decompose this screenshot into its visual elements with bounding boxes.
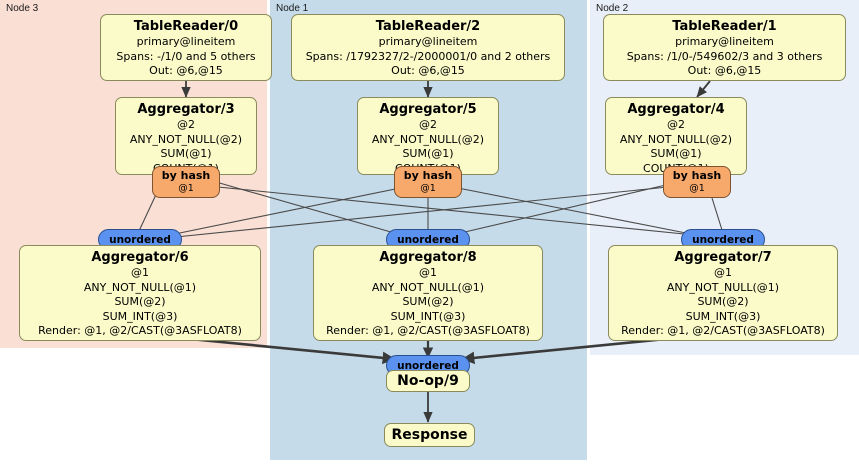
processor-detail-render: Render: @1, @2/CAST(@3ASFLOAT8) [621,324,825,337]
processor-detail-agg2: SUM(@1) [650,147,702,160]
processor-detail-spans: Spans: /1792327/2-/2000001/0 and 2 other… [305,49,551,63]
processor-title: Aggregator/4 [627,102,725,117]
processor-detail-agg1: ANY_NOT_NULL(@2) [619,132,733,146]
processor-title: TableReader/2 [375,19,481,34]
processor-response[interactable]: Response [384,423,475,447]
processor-no-op-9[interactable]: No-op/9 [386,370,470,392]
processor-table-reader-1[interactable]: TableReader/1 primary@lineitem Spans: /1… [603,14,846,81]
processor-detail-groupcols: @2 [667,118,685,131]
sync-unordered-right[interactable]: unordered [681,229,765,250]
sync-unordered-center[interactable]: unordered [386,229,470,250]
output-router-by-hash-left[interactable]: by hash @1 [152,166,220,198]
processor-detail-table: primary@lineitem [378,35,478,48]
processor-detail-agg1: ANY_NOT_NULL(@1) [666,280,780,294]
processor-detail-table: primary@lineitem [675,35,774,48]
processor-title: Aggregator/7 [674,250,772,265]
node-region-label-node2: Node 2 [596,3,629,14]
processor-title: Aggregator/6 [91,250,189,265]
processor-detail-agg1: ANY_NOT_NULL(@2) [129,132,243,146]
processor-aggregator-4[interactable]: Aggregator/4 @2 ANY_NOT_NULL(@2) SUM(@1)… [605,97,747,175]
processor-detail-agg2: SUM(@1) [160,147,212,160]
processor-title: Aggregator/5 [379,102,477,117]
processor-detail-agg2: SUM(@2) [402,295,454,308]
processor-aggregator-8[interactable]: Aggregator/8 @1 ANY_NOT_NULL(@1) SUM(@2)… [313,245,543,341]
node-region-label-node3: Node 3 [6,3,39,14]
processor-title: Aggregator/8 [379,250,477,265]
processor-detail-render: Render: @1, @2/CAST(@3ASFLOAT8) [326,324,530,337]
processor-detail-out: Out: @6,@15 [391,64,465,77]
processor-title: Aggregator/3 [137,102,235,117]
processor-detail-agg1: ANY_NOT_NULL(@1) [83,280,197,294]
router-column: @1 [689,183,705,194]
processor-detail-agg2: SUM(@1) [402,147,454,160]
processor-detail-agg2: SUM(@2) [697,295,749,308]
processor-table-reader-0[interactable]: TableReader/0 primary@lineitem Spans: -/… [100,14,272,81]
router-column: @1 [178,183,194,194]
node-region-label-node1: Node 1 [276,3,309,14]
processor-detail-agg3: SUM_INT(@3) [390,309,466,323]
output-router-by-hash-center[interactable]: by hash @1 [394,166,462,198]
router-column: @1 [420,183,436,194]
processor-detail-out: Out: @6,@15 [687,64,762,77]
processor-detail-groupcols: @2 [419,118,437,131]
processor-detail-agg2: SUM(@2) [114,295,166,308]
processor-table-reader-2[interactable]: TableReader/2 primary@lineitem Spans: /1… [291,14,565,81]
processor-detail-render: Render: @1, @2/CAST(@3ASFLOAT8) [38,324,242,337]
processor-detail-groupcols: @1 [419,266,437,279]
processor-detail-groupcols: @1 [131,266,149,279]
processor-detail-agg3: SUM_INT(@3) [102,309,178,323]
processor-detail-groupcols: @2 [177,118,195,131]
processor-detail-table: primary@lineitem [136,35,236,48]
processor-aggregator-3[interactable]: Aggregator/3 @2 ANY_NOT_NULL(@2) SUM(@1)… [115,97,257,175]
output-router-by-hash-right[interactable]: by hash @1 [663,166,731,198]
processor-detail-out: Out: @6,@15 [149,64,223,77]
processor-title: TableReader/1 [672,19,777,34]
processor-aggregator-7[interactable]: Aggregator/7 @1 ANY_NOT_NULL(@1) SUM(@2)… [608,245,838,341]
processor-detail-agg1: ANY_NOT_NULL(@1) [371,280,485,294]
processor-detail-agg1: ANY_NOT_NULL(@2) [371,132,485,146]
processor-detail-spans: Spans: -/1/0 and 5 others [116,49,256,63]
processor-detail-agg3: SUM_INT(@3) [685,309,761,323]
processor-aggregator-6[interactable]: Aggregator/6 @1 ANY_NOT_NULL(@1) SUM(@2)… [19,245,261,341]
processor-detail-spans: Spans: /1/0-/549602/3 and 3 others [626,49,823,63]
router-title: by hash [672,169,722,182]
processor-aggregator-5[interactable]: Aggregator/5 @2 ANY_NOT_NULL(@2) SUM(@1)… [357,97,499,175]
router-title: by hash [403,169,453,182]
processor-detail-groupcols: @1 [714,266,732,279]
router-title: by hash [161,169,211,182]
processor-title: TableReader/0 [133,19,239,34]
